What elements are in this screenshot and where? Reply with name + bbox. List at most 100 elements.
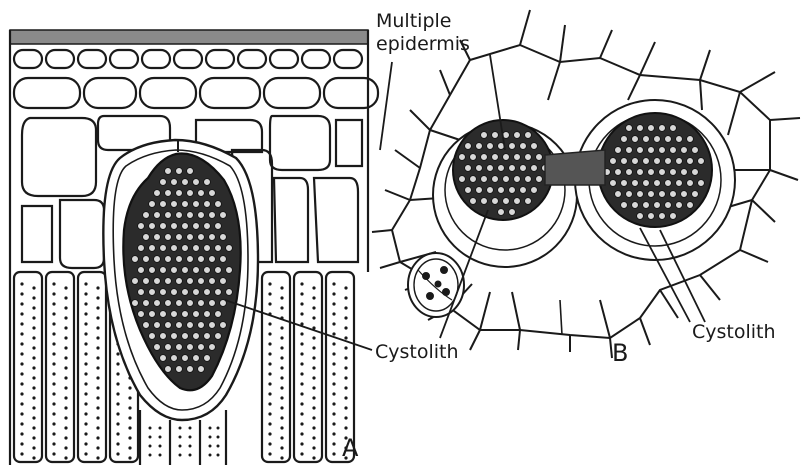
- cystolith-granule: [160, 223, 167, 230]
- cystolith-granule: [165, 212, 172, 219]
- chloroplast-dot: [20, 322, 23, 325]
- epidermis-cell: [324, 78, 378, 108]
- cystolith-granule: [160, 311, 167, 318]
- cystolith-granule: [498, 187, 505, 194]
- chloroplast-dot: [189, 445, 192, 448]
- cystolith-granule: [503, 176, 510, 183]
- chloroplast-dot: [32, 426, 35, 429]
- chloroplast-dot: [96, 326, 99, 329]
- cystolith-granule: [143, 278, 150, 285]
- cystolith-granule: [643, 202, 650, 209]
- cystolith-granule: [176, 278, 183, 285]
- cystolith-granule: [637, 191, 644, 198]
- chloroplast-dot: [332, 292, 335, 295]
- chloroplast-dot: [116, 402, 119, 405]
- cystolith-granule: [676, 158, 683, 165]
- cystolith-granule: [182, 333, 189, 340]
- chloroplast-dot: [128, 386, 131, 389]
- chloroplast-dot: [189, 427, 192, 430]
- cystolith-granule: [149, 245, 156, 252]
- cystolith-granule: [676, 202, 683, 209]
- cystolith-granule: [215, 267, 222, 274]
- figure-a-leaf-section: [10, 30, 378, 465]
- cystolith-granule: [182, 289, 189, 296]
- chloroplast-dot: [344, 396, 347, 399]
- cystolith-granule: [536, 176, 543, 183]
- chloroplast-dot: [159, 436, 162, 439]
- cystolith-granule: [138, 311, 145, 318]
- cystolith-granule: [481, 154, 488, 161]
- chloroplast-dot: [280, 406, 283, 409]
- cystolith-granule: [226, 289, 233, 296]
- chloroplast-dot: [64, 286, 67, 289]
- chloroplast-dot: [32, 316, 35, 319]
- chloroplast-dot: [52, 382, 55, 385]
- chloroplast-dot: [64, 296, 67, 299]
- chloroplast-dot: [312, 386, 315, 389]
- cystolith-body-b-right: [598, 113, 712, 227]
- chloroplast-dot: [32, 446, 35, 449]
- cystolith-granule: [692, 147, 699, 154]
- cystolith-granule: [520, 165, 527, 172]
- chloroplast-dot: [300, 292, 303, 295]
- chloroplast-dot: [280, 396, 283, 399]
- cystolith-granule: [525, 176, 532, 183]
- chloroplast-dot: [52, 322, 55, 325]
- cystolith-granule: [193, 223, 200, 230]
- chloroplast-dot: [344, 366, 347, 369]
- chloroplast-dot: [344, 296, 347, 299]
- cystolith-granule: [487, 187, 494, 194]
- cystolith-granule: [187, 322, 194, 329]
- cystolith-granule: [648, 169, 655, 176]
- cystolith-granule: [187, 300, 194, 307]
- chloroplast-dot: [332, 352, 335, 355]
- cystolith-granule: [149, 223, 156, 230]
- cystolith-granule: [659, 213, 666, 220]
- chloroplast-dot: [96, 356, 99, 359]
- chloroplast-dot: [209, 445, 212, 448]
- cystolith-granule: [149, 333, 156, 340]
- cystolith-granule: [165, 300, 172, 307]
- chloroplast-dot: [116, 412, 119, 415]
- cystolith-granule: [193, 201, 200, 208]
- chloroplast-dot: [268, 322, 271, 325]
- cystolith-granule: [165, 168, 172, 175]
- chloroplast-dot: [32, 306, 35, 309]
- cystolith-granule: [670, 125, 677, 132]
- chloroplast-dot: [332, 412, 335, 415]
- chloroplast-dot: [280, 426, 283, 429]
- cystolith-granule: [470, 198, 477, 205]
- epidermis-cell: [14, 78, 80, 108]
- cystolith-granule: [621, 158, 628, 165]
- cystolith-granule: [659, 125, 666, 132]
- chloroplast-dot: [52, 452, 55, 455]
- chloroplast-dot: [84, 302, 87, 305]
- chloroplast-dot: [32, 346, 35, 349]
- epidermis-cell: [270, 50, 298, 68]
- cystolith-granule: [176, 366, 183, 373]
- cystolith-granule: [176, 234, 183, 241]
- chloroplast-dot: [116, 442, 119, 445]
- cystolith-granule: [621, 136, 628, 143]
- cystolith-granule: [215, 245, 222, 252]
- cystolith-granule: [160, 333, 167, 340]
- cystolith-granule: [143, 300, 150, 307]
- cystolith-granule: [687, 202, 694, 209]
- cystolith-granule: [176, 322, 183, 329]
- chloroplast-dot: [128, 456, 131, 459]
- epidermis-row-2: [14, 78, 378, 108]
- chloroplast-dot: [96, 366, 99, 369]
- cystolith-granule: [187, 168, 194, 175]
- chloroplast-dot: [52, 312, 55, 315]
- cystolith-granule: [654, 136, 661, 143]
- cystolith-granule: [226, 267, 233, 274]
- cystolith-granule: [171, 311, 178, 318]
- cystolith-granule: [198, 344, 205, 351]
- small-idioblast: [408, 253, 464, 317]
- chloroplast-dot: [64, 306, 67, 309]
- chloroplast-dot: [300, 312, 303, 315]
- chloroplast-dot: [32, 366, 35, 369]
- cystolith-granule: [171, 179, 178, 186]
- chloroplast-dot: [344, 306, 347, 309]
- cystolith-granule: [154, 256, 161, 263]
